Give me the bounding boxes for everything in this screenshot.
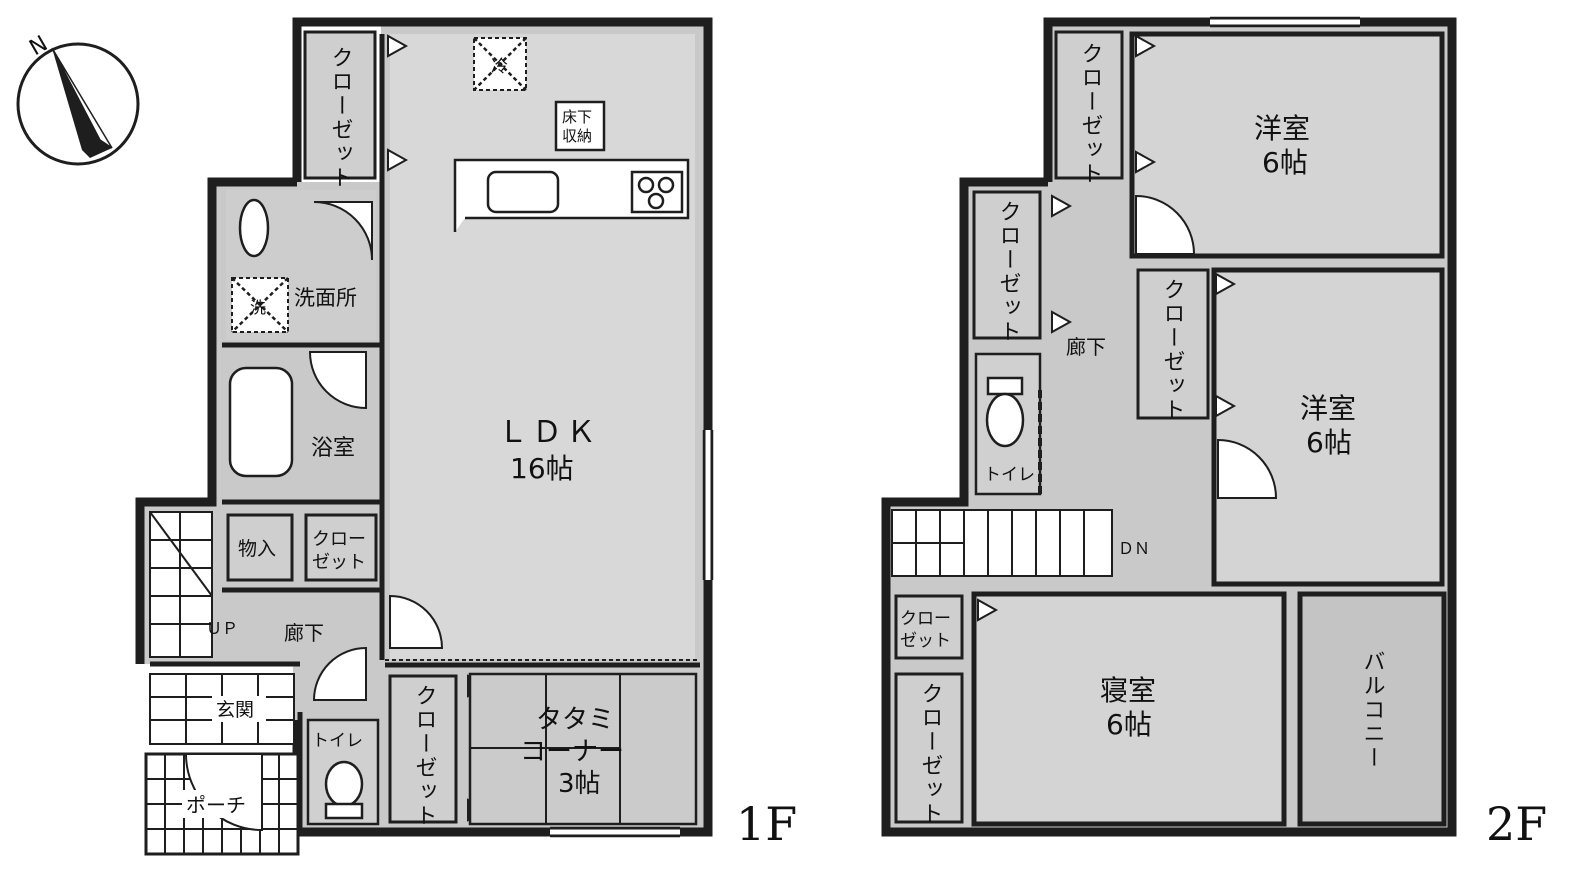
stove-icon — [630, 170, 684, 214]
toilet-icon — [324, 760, 364, 820]
f2-western-room-a — [1129, 31, 1445, 259]
tatami-size: 3帖 — [558, 769, 601, 799]
porch-label: ポーチ — [186, 793, 246, 817]
tatami-name-1: タタミ — [536, 705, 614, 735]
stairs-down — [891, 509, 1113, 577]
underfloor-storage: 床下 収納 — [554, 100, 606, 152]
fridge-icon: 冷 — [473, 37, 527, 91]
room-b-size: 6帖 — [1306, 426, 1352, 459]
floor-2: 洋室 6帖 クローゼット クローゼット クローゼット 洋室 6帖 廊下 トイレ — [881, 16, 1547, 851]
svg-text:冷: 冷 — [491, 57, 508, 77]
f2-bedroom — [971, 591, 1287, 827]
f1-closet-top-label: クローゼット — [328, 46, 353, 190]
door-icon — [313, 201, 373, 261]
floor-1-label: 1F — [736, 797, 797, 851]
washbasin-icon — [238, 198, 270, 258]
tatami-mats — [468, 672, 698, 826]
f1-closet-bottom-label: クローゼット — [412, 684, 437, 828]
door-icon — [312, 646, 367, 701]
svg-text:クロー: クロー — [900, 609, 951, 629]
storage — [226, 513, 294, 582]
svg-text:床下: 床下 — [562, 108, 592, 126]
svg-text:ゼット: ゼット — [312, 552, 366, 573]
kitchen-counter — [453, 158, 690, 232]
f1-closet-top — [303, 30, 377, 180]
f1-closet-small — [304, 513, 378, 582]
closet-door-icon — [1135, 150, 1157, 174]
floor-1: クローゼット 冷 床下 収納 — [135, 17, 797, 856]
closet-door-icon — [977, 598, 999, 622]
closet-door-icon — [1215, 394, 1237, 418]
washroom-label: 洗面所 — [294, 286, 357, 310]
f2-western-room-b — [1211, 267, 1445, 587]
bedroom-name: 寝室 — [1100, 674, 1156, 707]
room-b-name: 洋室 — [1300, 392, 1356, 425]
closet-door-icon — [1051, 194, 1073, 218]
door-icon — [389, 594, 444, 649]
f2-closet-a-label: クローゼット — [1078, 42, 1103, 186]
toilet-icon — [985, 376, 1025, 448]
closet-door-icon — [387, 148, 409, 172]
ldk-floor — [390, 34, 695, 659]
bath-label: 浴室 — [311, 436, 355, 461]
closet-door-icon — [1215, 272, 1237, 296]
f2-hallway-label: 廊下 — [1066, 335, 1106, 359]
bedroom-size: 6帖 — [1106, 708, 1152, 741]
svg-text:洗: 洗 — [250, 298, 266, 317]
door-icon — [1135, 194, 1196, 255]
stairs-up — [149, 511, 213, 658]
sink-icon — [486, 170, 560, 214]
tatami-name-2: コーナー — [520, 737, 624, 767]
svg-text:クロー: クロー — [312, 529, 366, 550]
svg-text:収納: 収納 — [562, 127, 592, 145]
door-icon — [1217, 438, 1278, 499]
closet-door-icon — [1051, 310, 1073, 334]
room-a-size: 6帖 — [1262, 146, 1308, 179]
balcony — [1297, 591, 1447, 827]
svg-text:ゼット: ゼット — [900, 631, 951, 651]
storage-label: 物入 — [238, 538, 276, 560]
room-a-name: 洋室 — [1254, 112, 1310, 145]
door-icon — [308, 351, 367, 410]
washer-icon: 洗 — [231, 277, 289, 333]
ldk-name: ＬＤＫ — [498, 415, 600, 450]
entrance-label: 玄関 — [216, 699, 254, 721]
balcony-label: バルコニー — [1360, 650, 1385, 770]
bathtub-icon — [228, 366, 294, 478]
f2-closet-c-label: クローゼット — [918, 682, 943, 826]
f1-toilet-label: トイレ — [312, 731, 363, 751]
floor-2-label: 2F — [1486, 797, 1547, 851]
f1-closet-bottom — [388, 674, 458, 824]
ldk-size: 16帖 — [510, 452, 574, 485]
closet-door-icon — [387, 34, 409, 58]
stairs-up-label: ＵＰ — [206, 619, 238, 638]
f2-toilet-label: トイレ — [984, 465, 1035, 485]
stairs-down-label: ＤＮ — [1118, 539, 1150, 558]
compass: N — [16, 31, 140, 166]
f2-closet-b-label: クローゼット — [1160, 278, 1185, 422]
f1-hallway-label: 廊下 — [284, 621, 324, 645]
f2-closet-hall-label: クローゼット — [996, 200, 1021, 344]
closet-door-icon — [1135, 34, 1157, 58]
